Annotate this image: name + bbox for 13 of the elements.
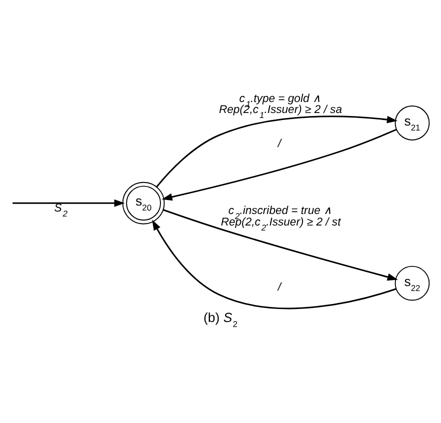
node-circle: s$_{22}$ [394,265,430,300]
arrow [162,128,397,200]
node-circle: s$_{20}$ [122,181,165,224]
node-circle: s$_{21}$ [394,105,430,140]
edge-label: / [278,138,282,150]
arrow [152,219,396,309]
edge-label: / [278,280,282,293]
arrow [163,208,398,280]
arrow [12,198,125,206]
edge-label: c$_{2}$.inscribed = true ∧ Rep(2,c$_{2}$.Issuer) ≥ 2 / st [220,204,341,232]
arrow [156,115,398,187]
edge-label: S$_{2}$ [54,202,68,218]
caption: (b) S$_{2}$ [204,309,238,328]
